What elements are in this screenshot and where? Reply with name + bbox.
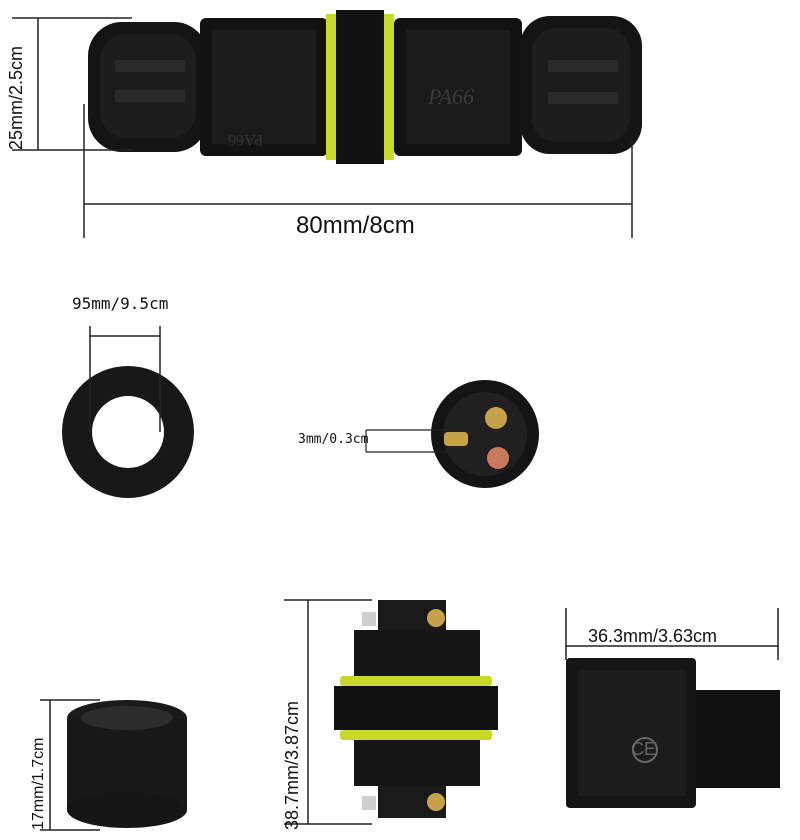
ce-mark: CE [631, 739, 657, 759]
label-connector-diameter: 25mm/2.5cm [6, 45, 26, 150]
label-pin-size: 3mm/0.3cm [298, 432, 369, 447]
label-side-width: 36.3mm/3.63cm [588, 626, 718, 646]
connector-body [334, 600, 498, 818]
label-cap-height: 17mm/1.7cm [30, 737, 47, 830]
cap [67, 700, 187, 828]
connector-assembly [88, 10, 642, 164]
seal-ring [62, 366, 194, 498]
connector-face [431, 380, 539, 488]
pa66-marking-front: PA66 [428, 84, 475, 109]
label-connector-length: 80mm/8cm [296, 212, 415, 239]
label-body-height: 38.7mm/3.87cm [282, 700, 302, 830]
side-profile [566, 658, 780, 808]
pa66-marking-back: PA66 [228, 131, 263, 148]
label-seal-ring-hole: 95mm/9.5cm [72, 294, 169, 313]
